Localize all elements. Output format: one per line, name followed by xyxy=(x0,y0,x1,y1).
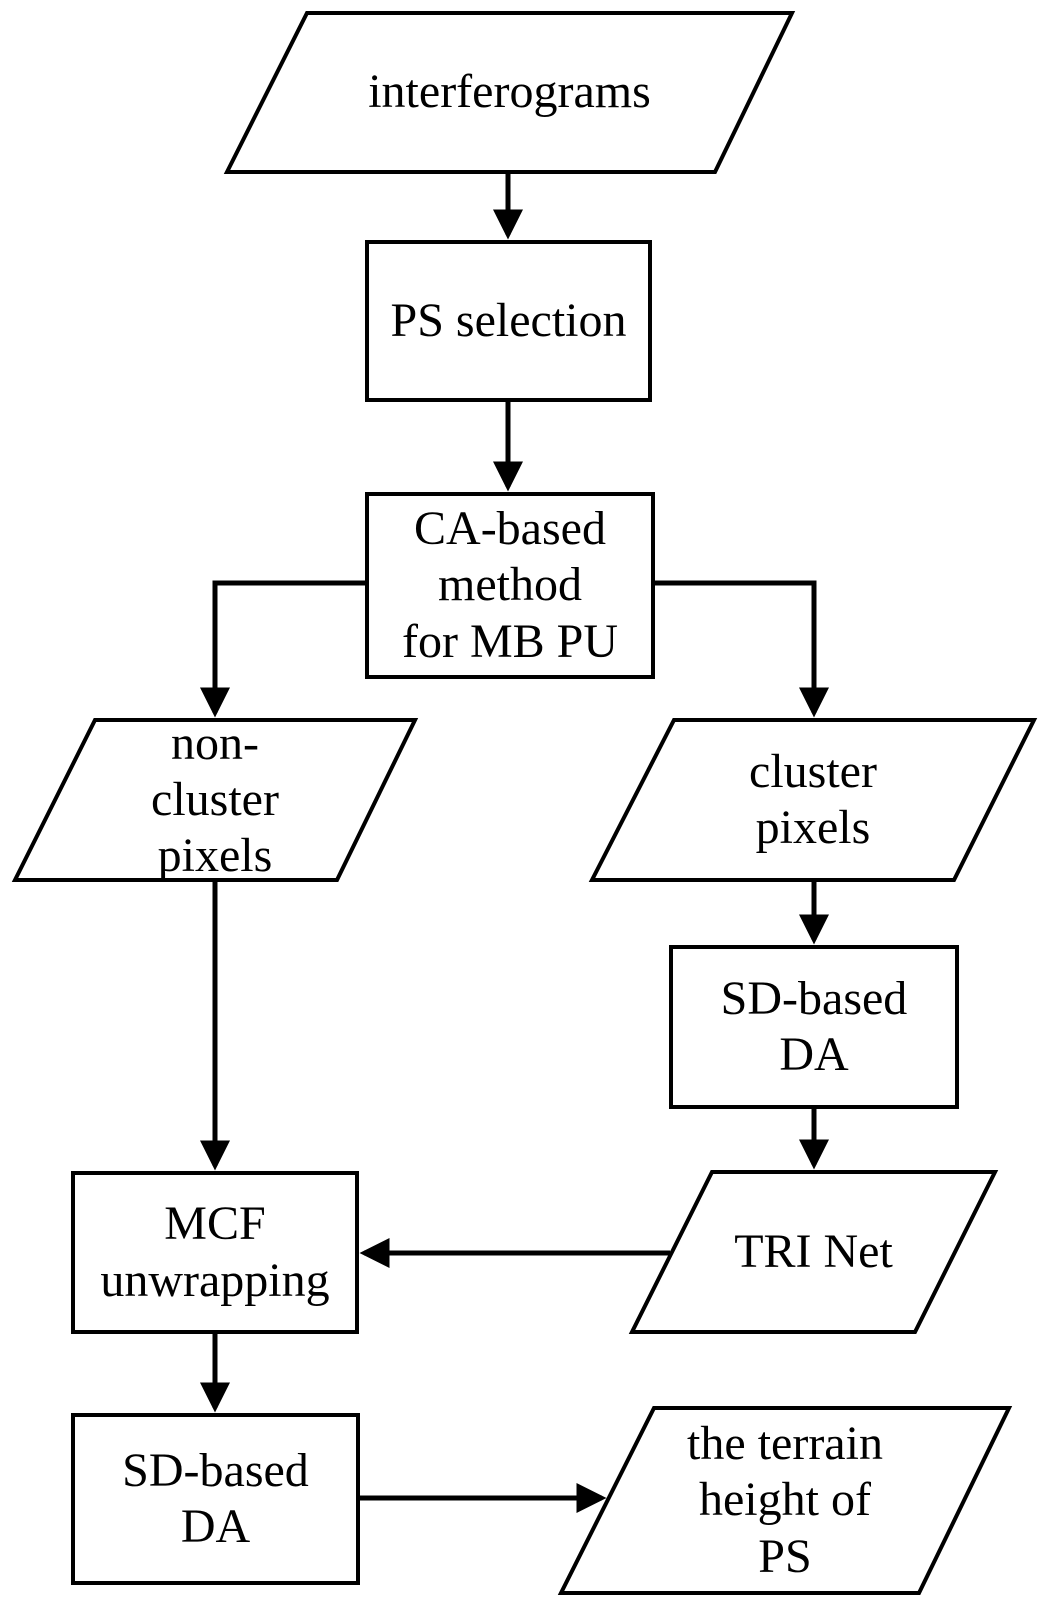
arrow-ca-method-to-non-cluster-pixels xyxy=(200,580,367,718)
non-cluster-pixels-node-shape xyxy=(11,718,419,882)
ps-selection-node-shape xyxy=(365,240,652,402)
terrain-height-node-shape xyxy=(557,1406,1013,1595)
tri-net-node-shape xyxy=(628,1170,999,1334)
sd-based-da-upper-node-shape xyxy=(669,945,959,1109)
interferograms-node-shape xyxy=(223,11,796,174)
ca-method-node-shape xyxy=(365,492,655,679)
arrow-ca-method-to-cluster-pixels xyxy=(653,580,829,718)
cluster-pixels-node-shape xyxy=(588,718,1038,882)
mcf-unwrapping-node-shape xyxy=(71,1171,359,1334)
sd-based-da-lower-node-shape xyxy=(71,1413,360,1585)
